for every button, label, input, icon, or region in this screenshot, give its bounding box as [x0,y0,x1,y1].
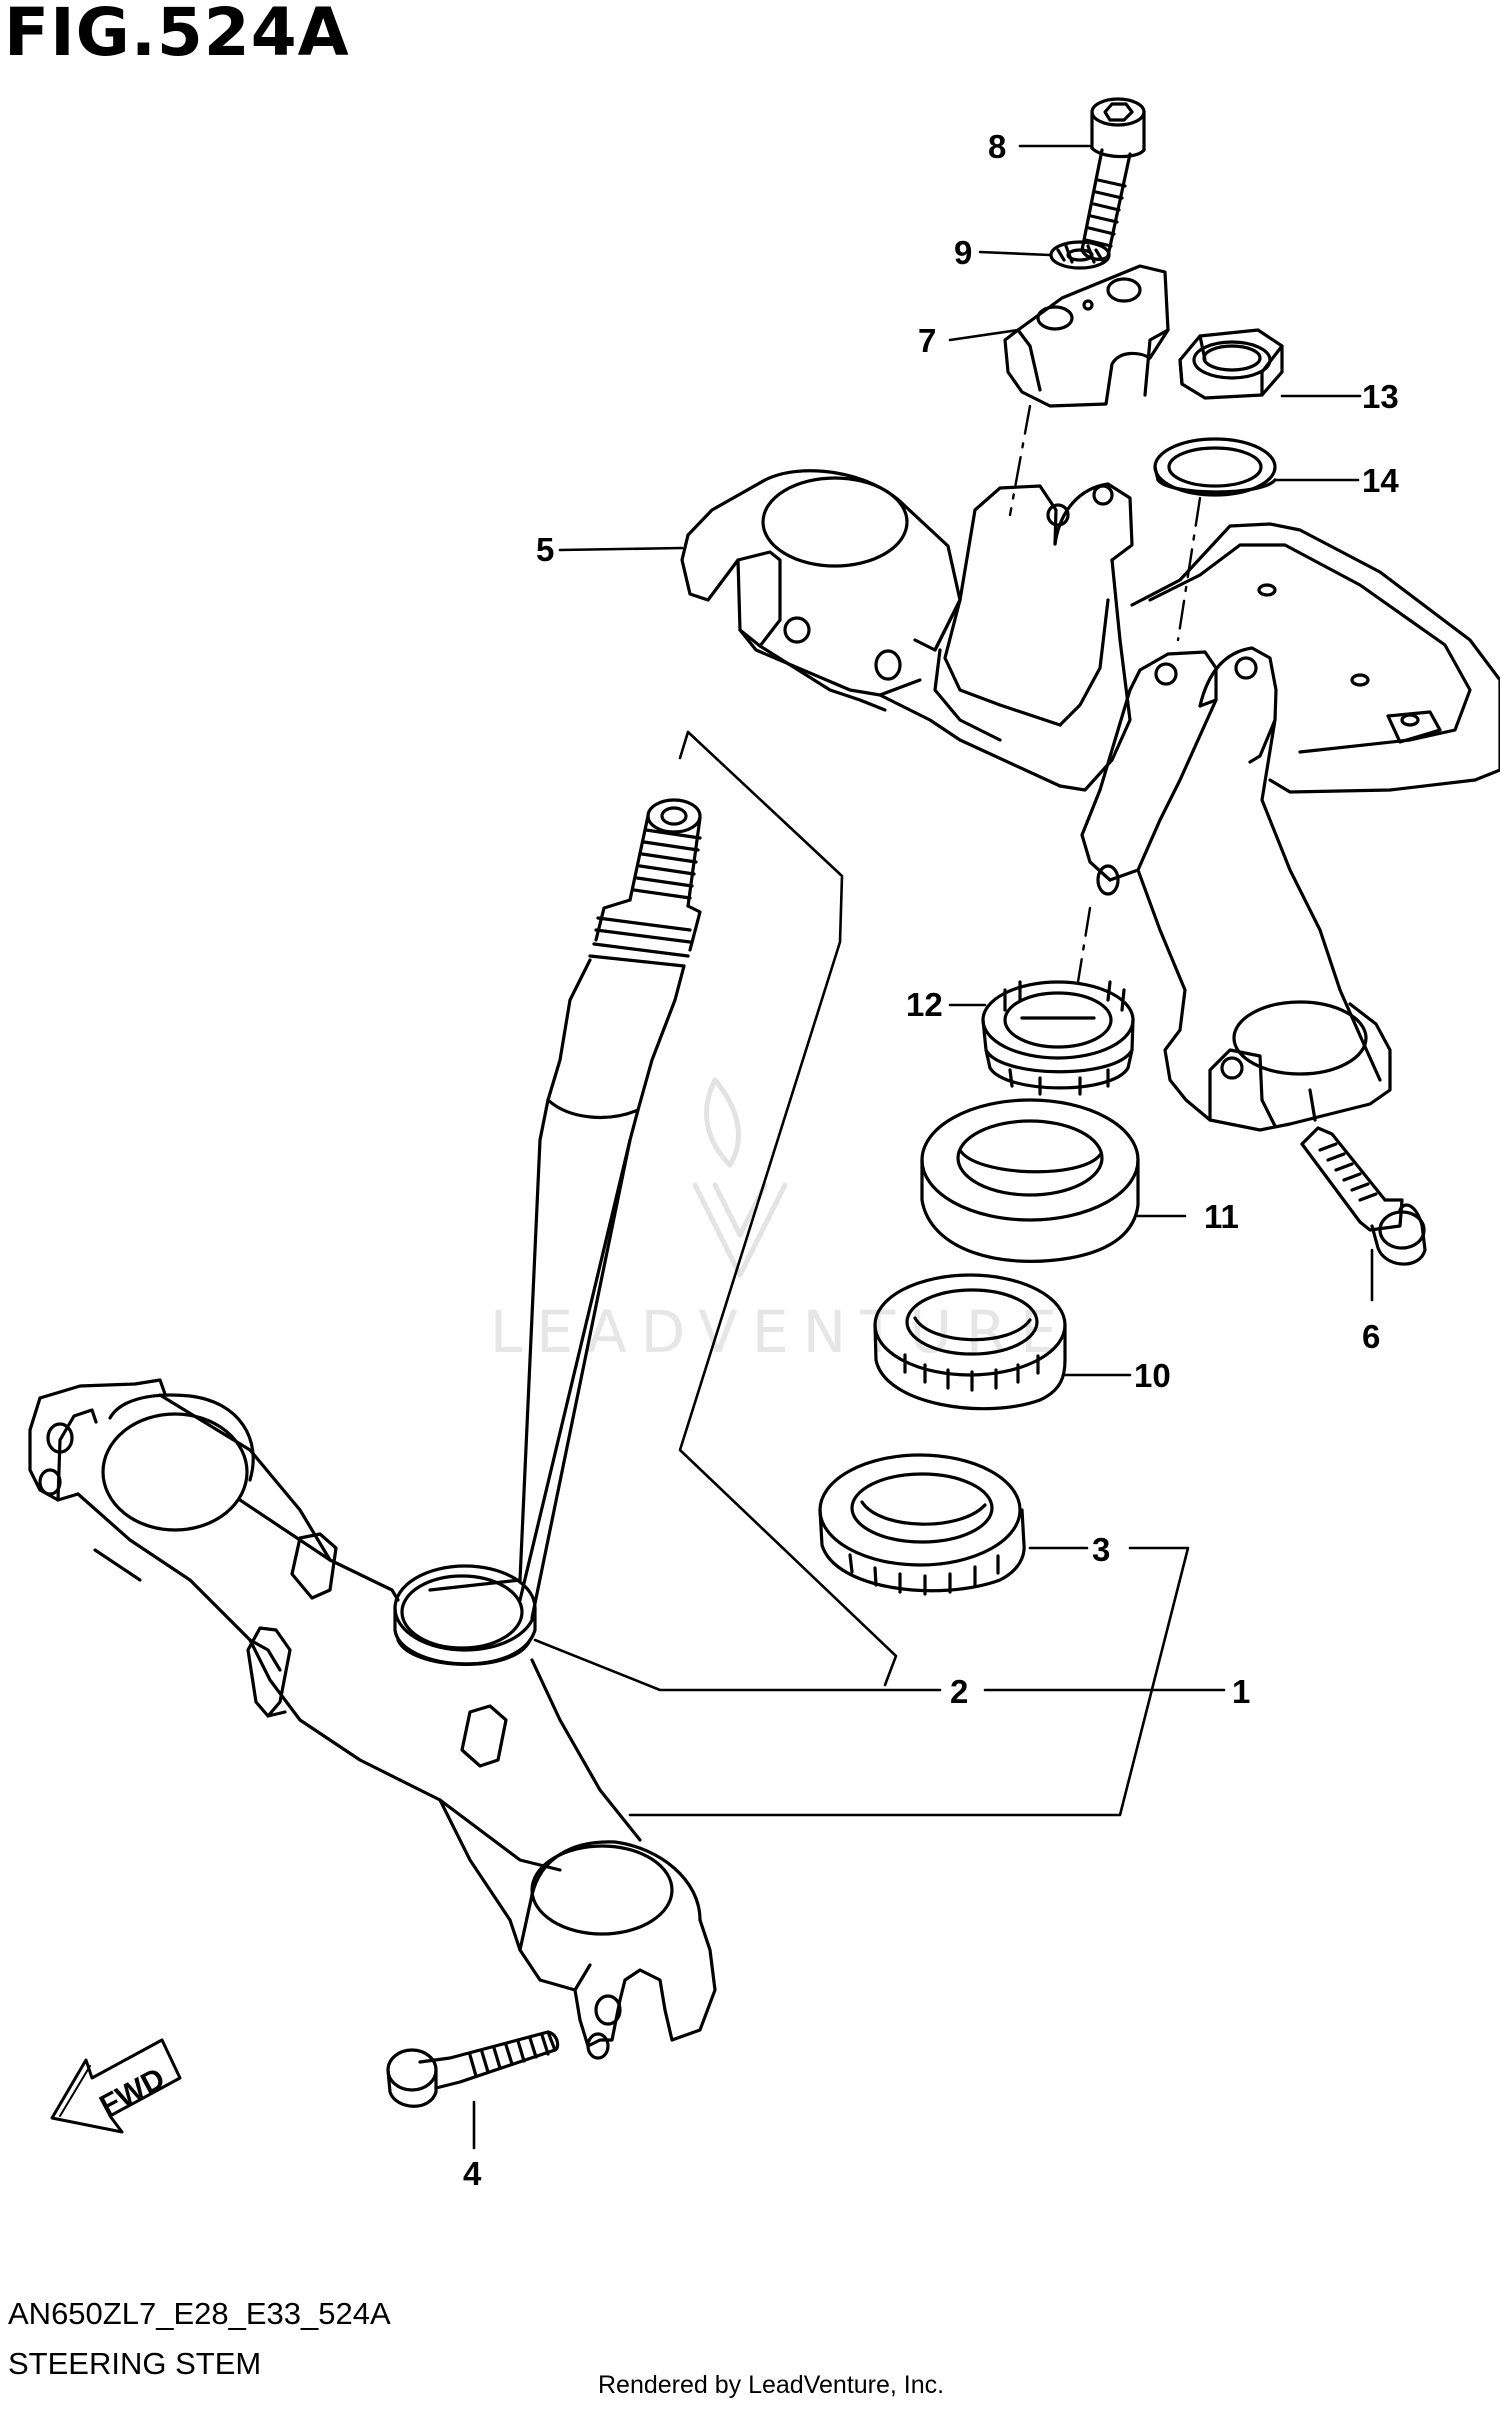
callout-labels: 1 2 3 4 5 6 7 8 9 10 11 12 13 14 [463,128,1399,2192]
center-lines [1008,404,1202,984]
part-7-handlebar-holder [1003,264,1170,408]
fwd-direction-arrow: FWD [50,2038,182,2134]
leader-lines [472,144,1374,2150]
callout-9: 9 [954,234,972,271]
callout-4: 4 [463,2155,482,2192]
figure-title: FIG.524A [4,0,350,71]
section-name: STEERING STEM [8,2346,262,2381]
callout-11: 11 [1204,1198,1239,1235]
callout-3: 3 [1092,1531,1110,1568]
callout-1: 1 [1232,1673,1250,1710]
part-9-lock-washer [1049,240,1111,270]
callout-8: 8 [988,128,1006,165]
part-3-lower-bearing [818,1453,1026,1596]
parts-group-frame [678,730,898,1687]
part-13-nut [1178,328,1284,400]
part-8-cap-screw [1080,97,1146,261]
part-1-steering-stem [28,798,717,2060]
render-credit: Rendered by LeadVenture, Inc. [598,2371,945,2399]
part-11-dust-seal [920,1098,1140,1263]
watermark-logo [692,1077,788,1278]
callout-7: 7 [918,322,936,359]
callout-5: 5 [536,531,554,568]
part-6-bolt [1300,1126,1427,1266]
callout-14: 14 [1362,462,1399,499]
callout-12: 12 [906,986,943,1023]
part-5-upper-bracket [680,469,1500,1132]
part-10-bearing [873,1273,1067,1411]
part-12-castle-nut [981,980,1135,1096]
part-14-washer [1153,437,1277,497]
callout-13: 13 [1362,378,1399,415]
part-4-bolt [386,2030,560,2108]
callout-10: 10 [1134,1357,1171,1394]
callout-2: 2 [950,1673,968,1710]
callout-6: 6 [1362,1318,1380,1355]
diagram-code: AN650ZL7_E28_E33_524A [8,2296,391,2331]
